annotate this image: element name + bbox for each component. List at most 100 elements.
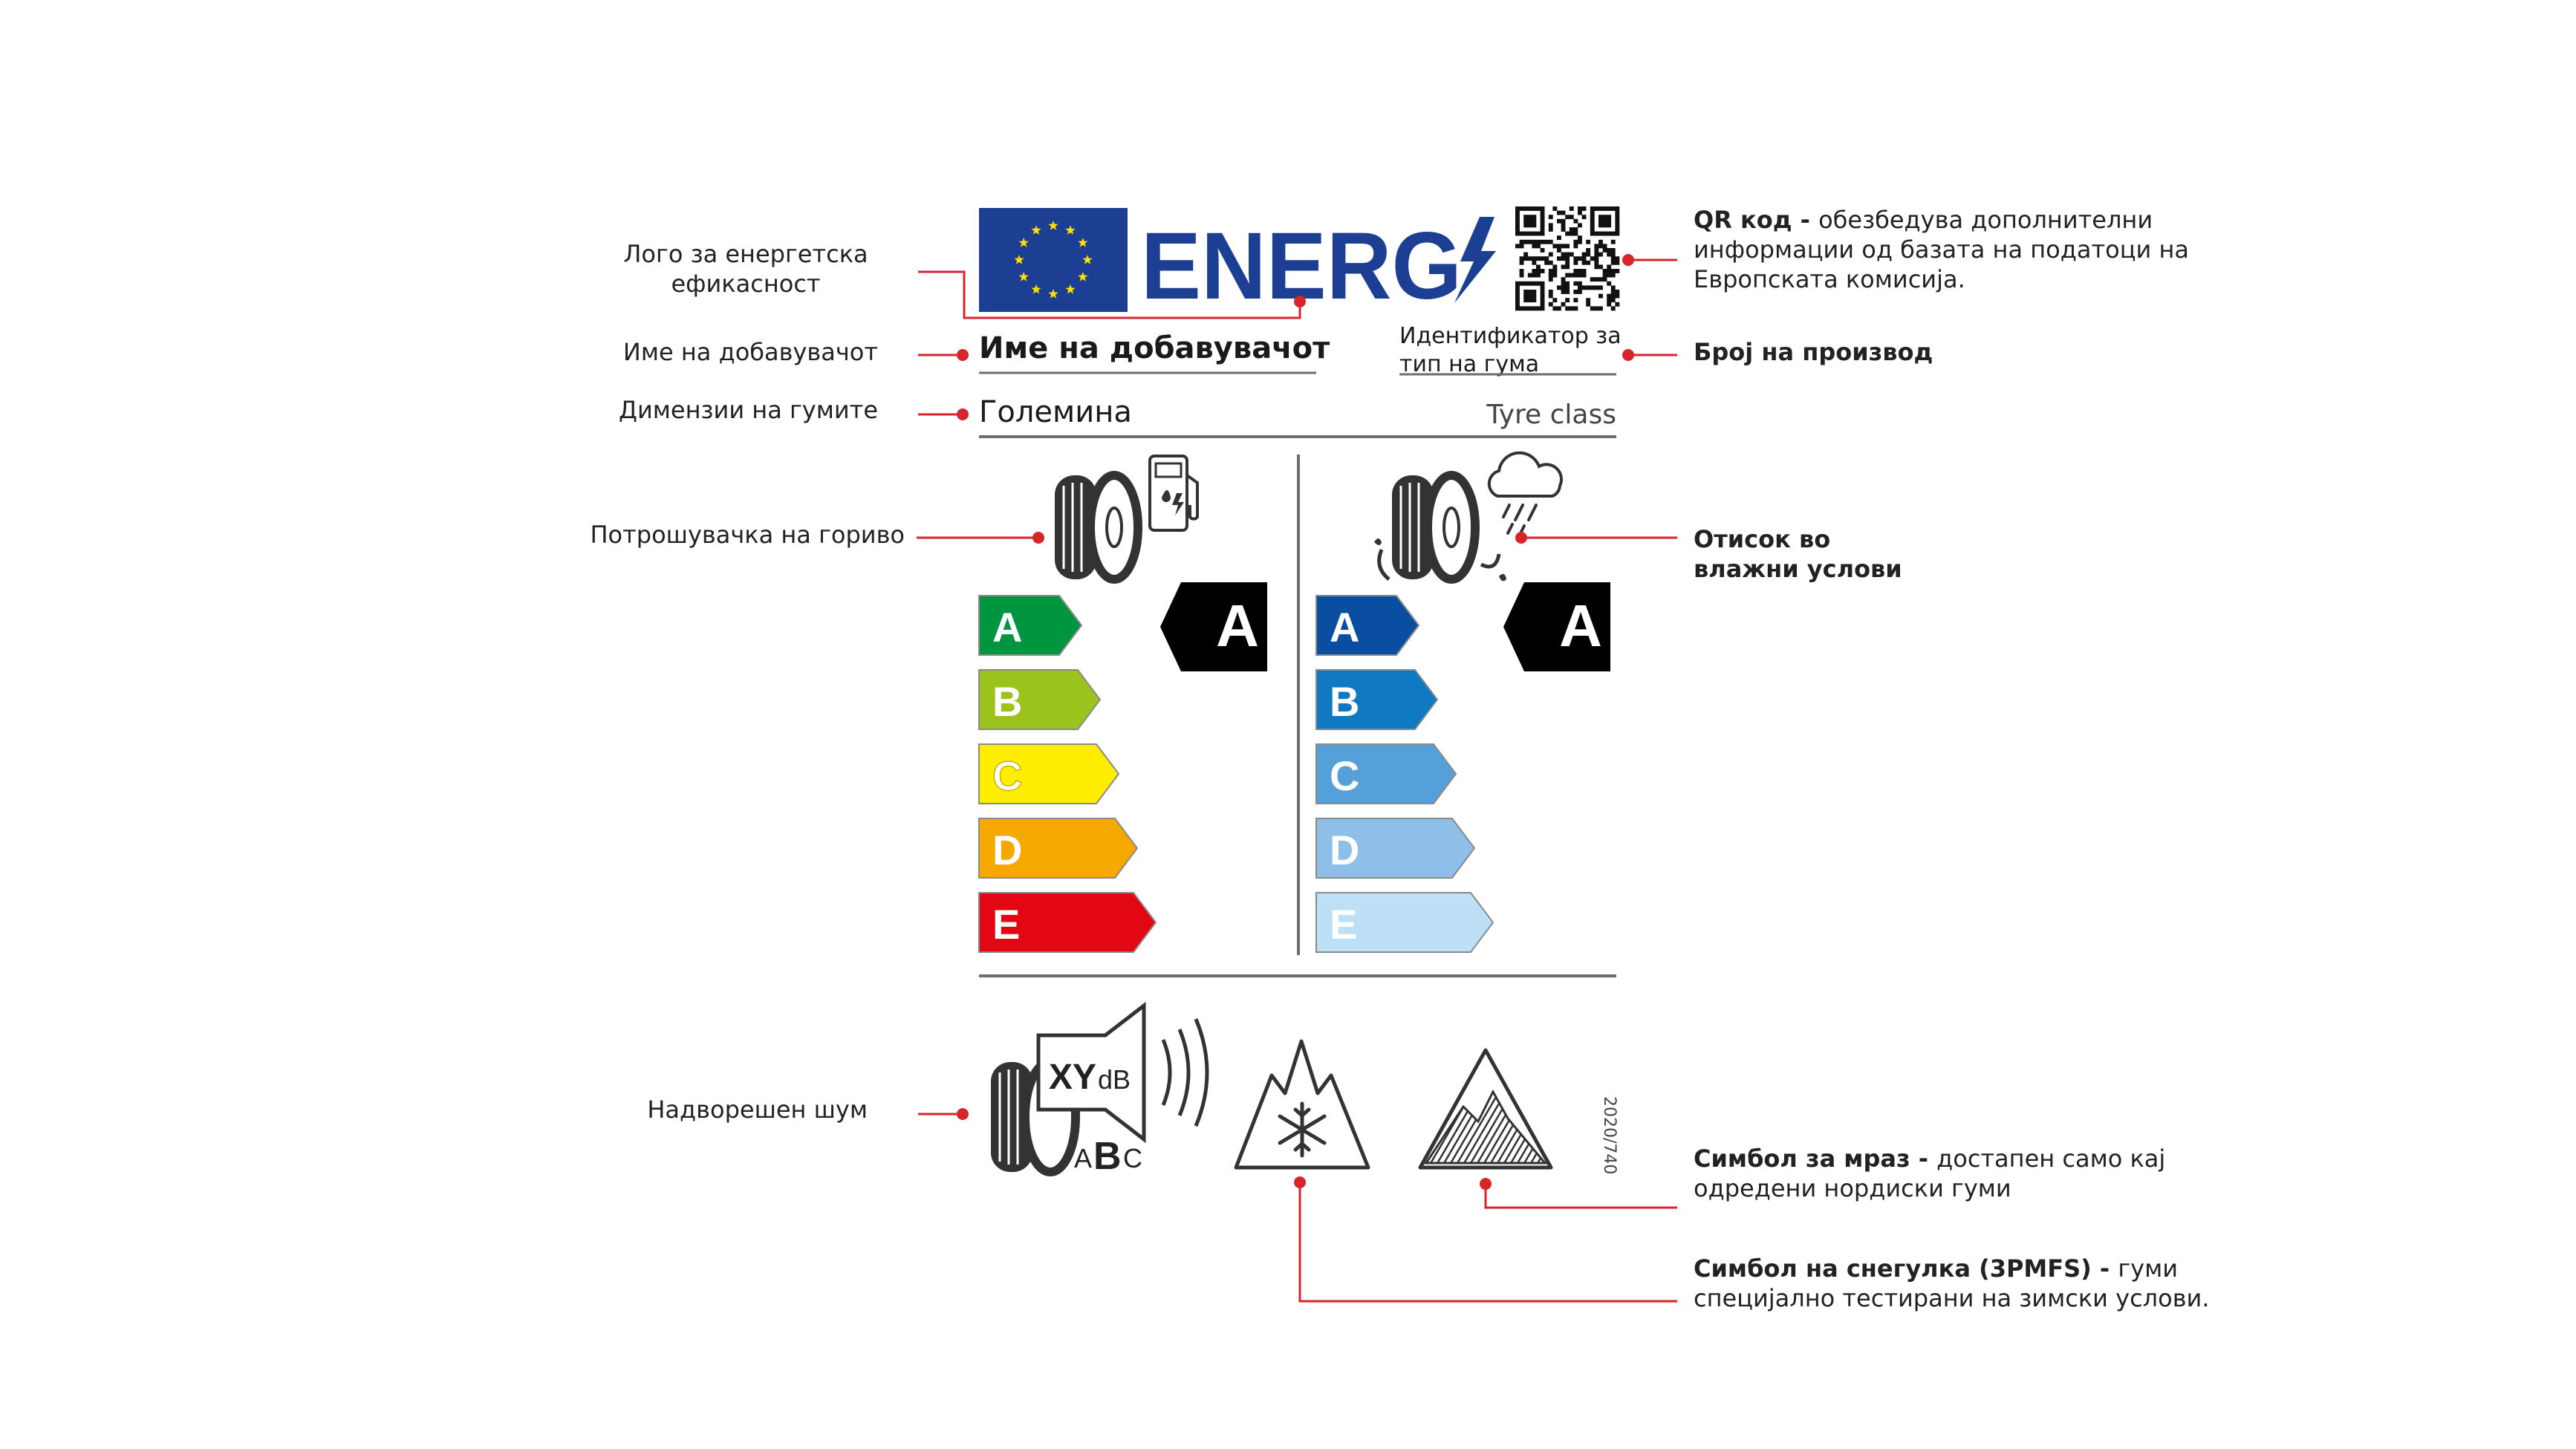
qr-cell: [1594, 231, 1599, 236]
qr-cell: [1607, 293, 1612, 299]
qr-cell: [1540, 223, 1545, 228]
qr-cell: [1578, 223, 1582, 228]
wet-grip-class-a-bar: [1315, 595, 1420, 656]
qr-cell: [1536, 231, 1541, 236]
qr-cell: [1615, 210, 1620, 215]
qr-cell: [1561, 302, 1566, 307]
qr-cell: [1540, 306, 1545, 311]
qr-cell: [1527, 293, 1532, 299]
qr-cell: [1594, 256, 1599, 261]
qr-cell: [1598, 218, 1603, 224]
qr-cell: [1573, 290, 1578, 294]
qr-cell: [1590, 231, 1595, 236]
noise-class-c: C: [1123, 1143, 1142, 1173]
leader-energy-logo: [918, 270, 1301, 319]
qr-cell: [1598, 277, 1603, 282]
qr-cell: [1610, 269, 1616, 273]
fuel-class-c-letter: C: [992, 752, 1022, 799]
qr-cell: [1610, 252, 1616, 257]
qr-cell: [1552, 298, 1558, 303]
qr-cell: [1578, 206, 1582, 211]
fuel-rating-marker: A: [1160, 582, 1267, 671]
callout-ice: Симбол за мраз - достапен само кај одред…: [1694, 1144, 2214, 1203]
dot-ice: [1480, 1178, 1492, 1190]
qr-cell: [1586, 302, 1591, 307]
wet-grip-class-d-letter: D: [1330, 827, 1359, 873]
eu-star: [1048, 221, 1058, 230]
qr-cell: [1610, 248, 1616, 253]
qr-cell: [1515, 215, 1520, 220]
qr-cell: [1610, 306, 1616, 311]
qr-cell: [1532, 215, 1537, 220]
qr-cell: [1598, 252, 1603, 257]
noise-value: XY: [1049, 1058, 1096, 1097]
qr-cell: [1607, 302, 1612, 307]
qr-cell: [1536, 239, 1541, 244]
qr-cell: [1548, 269, 1553, 273]
dot-product-number: [1622, 349, 1634, 361]
wet-grip-class-e-letter: E: [1330, 901, 1357, 948]
qr-cell: [1557, 210, 1561, 215]
qr-cell: [1573, 269, 1578, 273]
qr-cell: [1586, 260, 1591, 265]
qr-cell: [1615, 302, 1620, 307]
qr-cell: [1598, 223, 1603, 228]
qr-cell: [1590, 256, 1595, 261]
qr-cell: [1581, 215, 1587, 220]
qr-cell: [1561, 264, 1566, 270]
qr-cell: [1615, 215, 1620, 220]
qr-cell: [1602, 244, 1607, 249]
qr-cell: [1615, 227, 1620, 232]
qr-cell: [1578, 235, 1582, 241]
qr-cell: [1519, 231, 1524, 236]
qr-cell: [1519, 260, 1524, 265]
qr-cell: [1607, 218, 1612, 224]
ice-hatch-line: [1544, 1092, 1545, 1163]
qr-cell: [1565, 260, 1570, 265]
fuel-class-e-letter: E: [992, 901, 1020, 948]
qr-cell: [1540, 210, 1545, 215]
qr-cell: [1598, 306, 1603, 311]
qr-cell: [1557, 256, 1561, 261]
qr-cell: [1527, 298, 1532, 303]
qr-cell: [1590, 277, 1595, 282]
callout-ice-line-1: достапен само кај: [1936, 1144, 2166, 1173]
qr-cell: [1532, 298, 1537, 303]
wet-grip-class-d-bar: [1315, 818, 1476, 879]
qr-cell: [1610, 298, 1616, 303]
qr-cell: [1523, 218, 1529, 224]
qr-cell: [1602, 248, 1607, 253]
qr-cell: [1527, 306, 1532, 311]
qr-cell: [1610, 231, 1616, 236]
qr-cell: [1548, 260, 1553, 265]
qr-cell: [1561, 285, 1566, 290]
noise-class-b: B: [1093, 1135, 1122, 1178]
qr-cell: [1527, 206, 1532, 211]
qr-cell: [1523, 252, 1529, 257]
tyre-size-label: Големина: [979, 395, 1132, 429]
qr-cell: [1602, 215, 1607, 220]
qr-cell: [1565, 231, 1570, 236]
qr-cell: [1565, 244, 1570, 249]
qr-cell: [1515, 223, 1520, 228]
wet-grip-rating-letter: A: [1559, 593, 1602, 659]
eu-star: [1065, 225, 1076, 235]
qr-cell: [1519, 269, 1524, 273]
qr-cell: [1532, 269, 1537, 273]
callout-ice-bold: Симбол за мраз -: [1694, 1144, 1937, 1173]
qr-cell: [1548, 293, 1553, 299]
qr-cell: [1548, 290, 1553, 294]
qr-cell: [1607, 264, 1612, 270]
qr-cell: [1561, 227, 1566, 232]
fuel-class-d-bar: [978, 818, 1139, 879]
ice-hatch-line: [1552, 1084, 1604, 1173]
qr-cell: [1548, 227, 1553, 232]
qr-cell: [1515, 285, 1520, 290]
qr-cell: [1573, 256, 1578, 261]
qr-cell: [1515, 231, 1520, 236]
qr-cell: [1540, 215, 1545, 220]
qr-cell: [1557, 248, 1561, 253]
qr-cell: [1607, 248, 1612, 253]
